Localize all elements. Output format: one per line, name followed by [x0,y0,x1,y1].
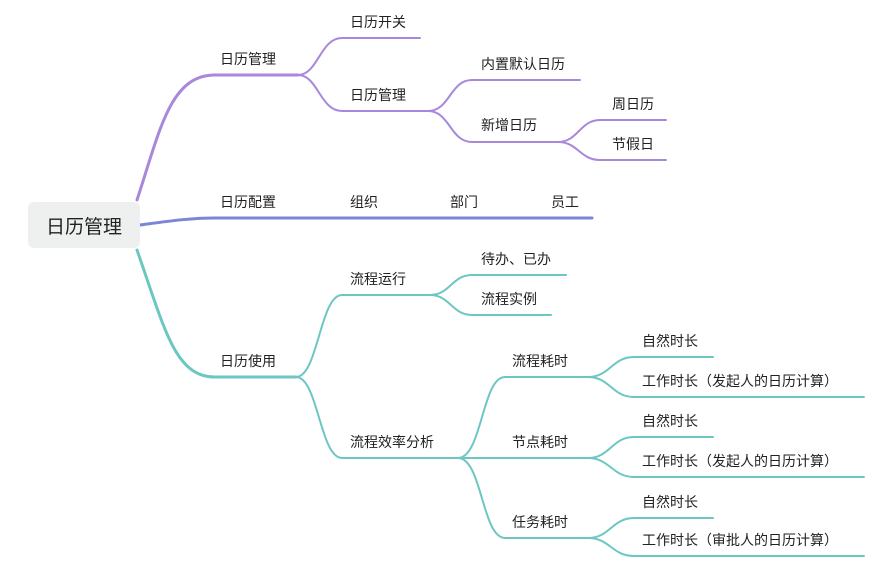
node-config[interactable]: 日历配置 [220,195,276,211]
node-efficiency-analysis[interactable]: 流程效率分析 [350,435,434,451]
node-config-department[interactable]: 部门 [450,195,478,211]
root-node[interactable]: 日历管理 [28,202,140,248]
node-calendar-switch[interactable]: 日历开关 [350,15,406,31]
link-task-to-working [587,537,635,557]
node-node-working-duration[interactable]: 工作时长（发起人的日历计算） [642,454,838,470]
node-weekly-calendar[interactable]: 周日历 [612,97,654,113]
node-usage[interactable]: 日历使用 [220,354,276,370]
node-task-duration[interactable]: 任务耗时 [512,515,568,531]
link-task-to-natural [587,517,635,539]
node-holiday[interactable]: 节假日 [612,137,654,153]
node-process-natural-duration[interactable]: 自然时长 [642,334,698,350]
link-management-to-switch [297,37,343,76]
link-usage-to-efficiency [295,376,343,459]
link-process-to-working [587,376,635,398]
link-process-to-natural [587,356,635,378]
node-add-calendar[interactable]: 新增日历 [481,118,537,134]
node-config-employee[interactable]: 员工 [551,195,579,211]
link-efficiency-to-task [457,457,506,539]
node-sub-management[interactable]: 日历管理 [350,88,406,104]
link-efficiency-to-process [457,376,506,459]
node-management[interactable]: 日历管理 [220,52,276,68]
node-builtin-calendar[interactable]: 内置默认日历 [481,57,565,73]
link-submanagement-to-builtin [427,79,473,112]
link-root-to-usage [135,248,217,379]
node-process-working-duration[interactable]: 工作时长（发起人的日历计算） [642,374,838,390]
node-task-working-duration[interactable]: 工作时长（审批人的日历计算） [642,533,838,549]
link-add-to-weekly [557,119,601,143]
link-add-to-holiday [557,141,601,161]
node-process-running[interactable]: 流程运行 [350,272,406,288]
node-node-natural-duration[interactable]: 自然时长 [642,414,698,430]
node-todo-done[interactable]: 待办、已办 [481,252,551,268]
link-usage-to-running [295,294,343,378]
link-node-to-working [587,457,635,478]
link-running-to-instance [429,294,473,316]
node-node-duration[interactable]: 节点耗时 [512,435,568,451]
link-root-to-config [138,216,217,227]
link-node-to-natural [587,436,635,459]
link-management-to-submanagement [297,74,343,112]
root-node-label: 日历管理 [45,215,122,238]
link-submanagement-to-add [427,110,473,143]
node-task-natural-duration[interactable]: 自然时长 [642,495,698,511]
link-root-to-management [135,73,217,202]
node-process-instance[interactable]: 流程实例 [481,292,537,308]
node-config-organization[interactable]: 组织 [350,195,378,211]
node-process-duration[interactable]: 流程耗时 [512,354,568,370]
link-running-to-todo [429,274,473,296]
